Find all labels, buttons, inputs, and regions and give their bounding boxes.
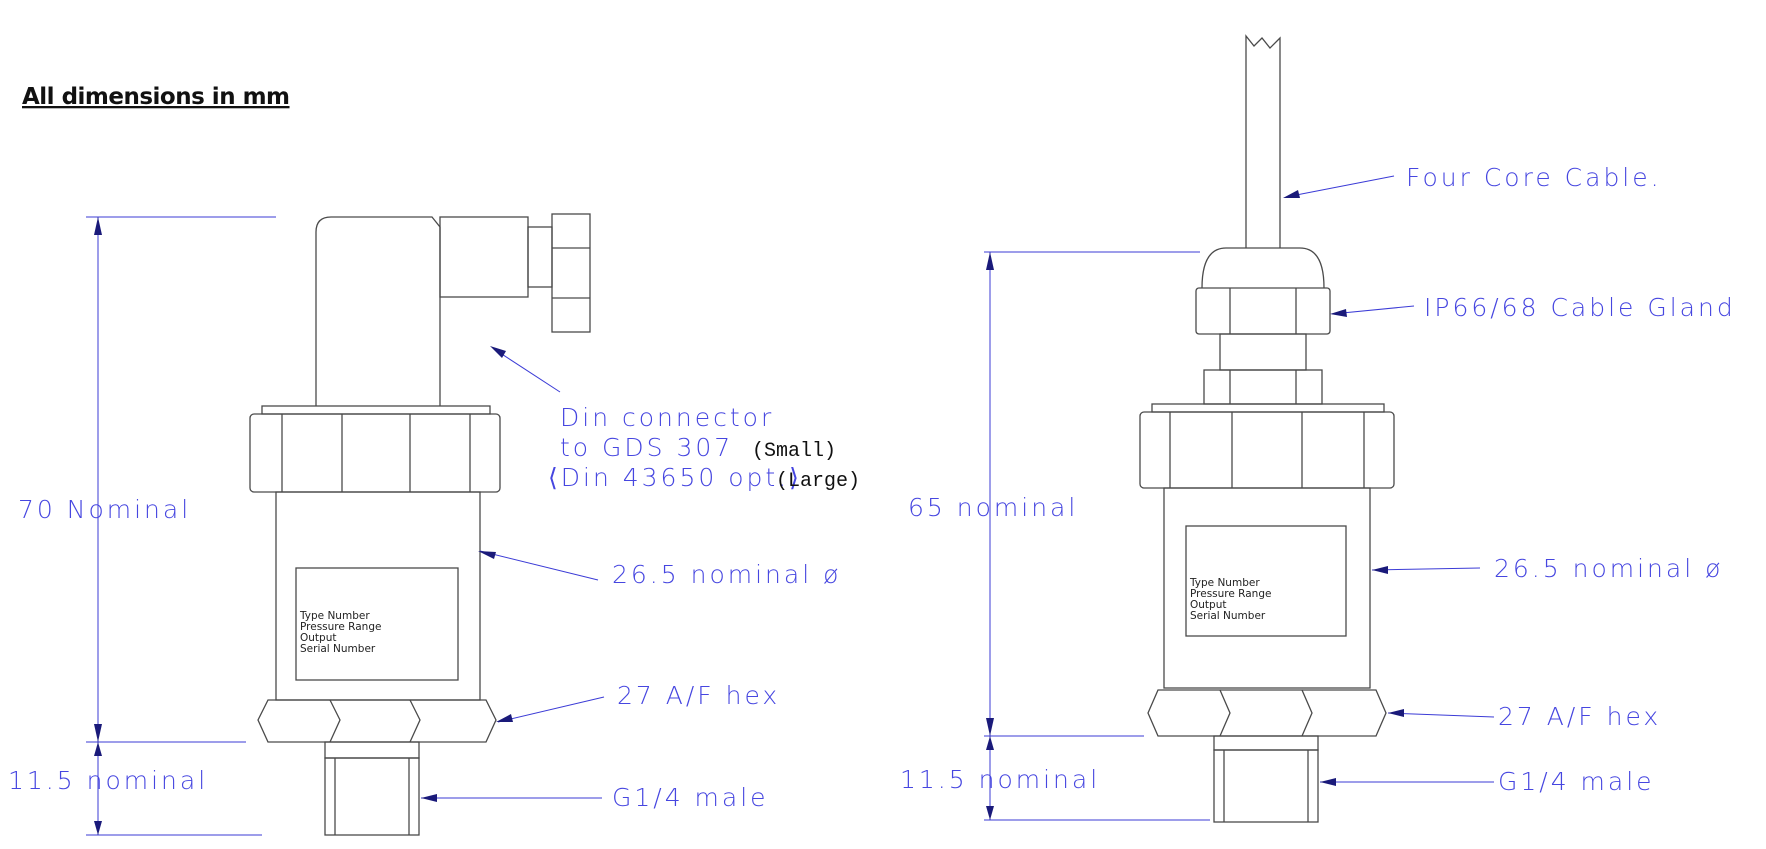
din-connector-gland-flange xyxy=(527,226,553,288)
thread-label-left: G1/4 male xyxy=(612,783,769,812)
plate-serial-number: Serial Number xyxy=(300,643,376,655)
din-connector-size-large: (Large) xyxy=(776,470,860,493)
cable-gland-nut xyxy=(1195,287,1331,335)
diameter-label-left: 26.5 nominal ø xyxy=(612,560,841,589)
din-connector-size-small: (Small) xyxy=(752,440,836,463)
plate-serial-number: Serial Number xyxy=(1190,610,1266,622)
cable-undercut xyxy=(1213,735,1319,751)
cable-gland-dome xyxy=(1201,247,1325,289)
din-label-plate xyxy=(295,567,459,681)
din-connector-gland-nut xyxy=(551,213,591,333)
four-core-cable-label: Four Core Cable. xyxy=(1406,163,1662,192)
plate-pressure-range: Pressure Range xyxy=(1190,588,1271,600)
cable-transducer-drawing: Type Number Pressure Range Output Serial… xyxy=(1139,34,1395,823)
dimensions-unit-heading: All dimensions in mm xyxy=(22,84,290,110)
cable-gland-label: IP66/68 Cable Gland xyxy=(1424,293,1736,322)
din-large-nut xyxy=(249,413,501,493)
cable-top-collar xyxy=(1151,403,1385,413)
height-label-70: 70 Nominal xyxy=(18,495,191,524)
plate-output: Output xyxy=(1190,599,1226,611)
cable-dimensions: 65 nominal 11.5 nominal Four Core Cable.… xyxy=(900,163,1736,821)
cable-large-nut xyxy=(1139,411,1395,489)
height-label-65: 65 nominal xyxy=(908,493,1078,522)
din-connector-body xyxy=(315,216,441,406)
hex-label-right: 27 A/F hex xyxy=(1498,702,1661,731)
din-connector-label-1: Din connector xyxy=(560,403,774,432)
din-undercut xyxy=(324,741,420,759)
thread-length-label-left: 11.5 nominal xyxy=(8,766,208,795)
diameter-label-right: 26.5 nominal ø xyxy=(1494,554,1723,583)
plate-type-number: Type Number xyxy=(299,610,370,622)
din-connector-label-3: ⟨Din 43650 opt.⟩ xyxy=(548,463,802,492)
cable-housing xyxy=(1163,487,1371,689)
plate-pressure-range: Pressure Range xyxy=(300,621,381,633)
din-connector-side xyxy=(439,216,529,298)
din-hex-nut xyxy=(257,699,497,743)
din-housing xyxy=(275,491,481,701)
din-thread xyxy=(324,757,420,836)
din-dimensions: 70 Nominal 11.5 nominal Din connector to… xyxy=(8,216,860,836)
cable-label-plate xyxy=(1185,525,1347,637)
din-top-collar xyxy=(261,405,491,415)
plate-type-number: Type Number xyxy=(1189,577,1260,589)
cable-thread xyxy=(1213,749,1319,823)
cable-hex-nut xyxy=(1147,689,1387,737)
din-transducer-drawing: Type Number Pressure Range Output Serial… xyxy=(249,213,591,836)
thread-length-label-right: 11.5 nominal xyxy=(900,765,1100,794)
plate-output: Output xyxy=(300,632,336,644)
cable-gland-lower-nut xyxy=(1203,369,1323,405)
hex-label-left: 27 A/F hex xyxy=(617,681,780,710)
four-core-cable xyxy=(1245,34,1281,248)
thread-label-right: G1/4 male xyxy=(1498,767,1655,796)
din-connector-label-2: to GDS 307 xyxy=(560,433,733,462)
cable-gland-body xyxy=(1219,333,1307,371)
